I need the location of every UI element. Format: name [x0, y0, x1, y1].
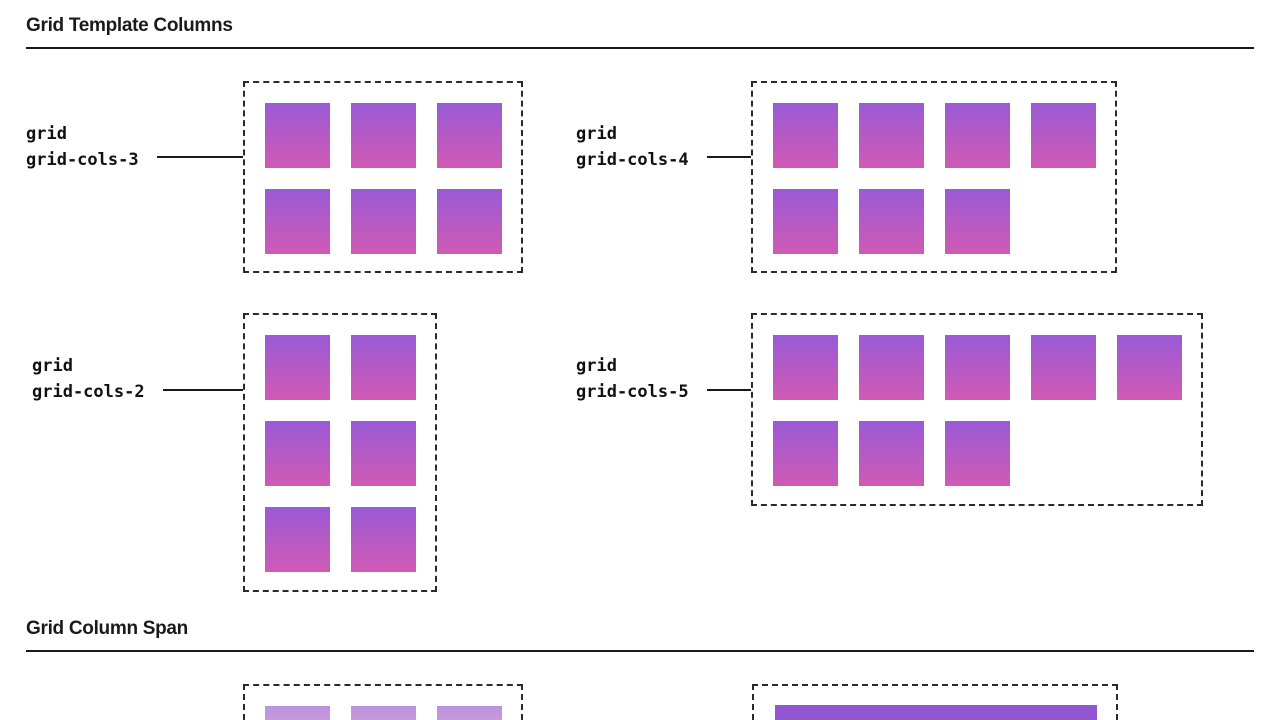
grid-item [773, 103, 838, 168]
grid-item [945, 103, 1010, 168]
grid-container-cols-3 [243, 81, 523, 273]
class-name-grid: grid [576, 124, 617, 144]
grid-item [773, 335, 838, 400]
grid-item [437, 706, 502, 720]
class-name-grid-cols: grid-cols-2 [32, 382, 145, 402]
grid-item [351, 507, 416, 572]
grid-item [265, 421, 330, 486]
grid-item [265, 706, 330, 720]
grid-item [945, 189, 1010, 254]
section-title-template-columns: Grid Template Columns [26, 15, 233, 36]
grid-item [351, 706, 416, 720]
grid-item [351, 189, 416, 254]
grid-item [859, 103, 924, 168]
span-container-left [243, 684, 523, 720]
grid-item [437, 103, 502, 168]
class-name-grid: grid [576, 356, 617, 376]
section-divider [26, 650, 1254, 652]
connector-line [707, 156, 751, 158]
grid-item [351, 421, 416, 486]
grid-item [773, 189, 838, 254]
section-divider [26, 47, 1254, 49]
grid-item [1117, 335, 1182, 400]
span-container-right [752, 684, 1118, 720]
grid-item [351, 335, 416, 400]
connector-line [163, 389, 243, 391]
grid-item [773, 421, 838, 486]
grid-item [265, 507, 330, 572]
grid-container-cols-5 [751, 313, 1203, 506]
class-name-grid: grid [26, 124, 67, 144]
span-item-full-width [775, 705, 1097, 720]
grid-item [265, 189, 330, 254]
class-name-grid-cols: grid-cols-5 [576, 382, 689, 402]
grid-item [437, 189, 502, 254]
class-label-cols-2: grid grid-cols-2 [32, 353, 145, 405]
grid-item [351, 103, 416, 168]
grid-item [945, 421, 1010, 486]
class-label-cols-4: grid grid-cols-4 [576, 121, 689, 173]
class-label-cols-3: grid grid-cols-3 [26, 121, 139, 173]
connector-line [157, 156, 243, 158]
grid-item [859, 335, 924, 400]
grid-item [265, 335, 330, 400]
grid-item [859, 421, 924, 486]
section-title-column-span: Grid Column Span [26, 618, 188, 639]
grid-item [265, 103, 330, 168]
grid-container-cols-4 [751, 81, 1117, 273]
grid-item [945, 335, 1010, 400]
grid-item [1031, 335, 1096, 400]
class-name-grid-cols: grid-cols-3 [26, 150, 139, 170]
grid-item [1031, 103, 1096, 168]
grid-item [859, 189, 924, 254]
class-name-grid: grid [32, 356, 73, 376]
class-name-grid-cols: grid-cols-4 [576, 150, 689, 170]
connector-line [707, 389, 751, 391]
grid-container-cols-2 [243, 313, 437, 592]
class-label-cols-5: grid grid-cols-5 [576, 353, 689, 405]
